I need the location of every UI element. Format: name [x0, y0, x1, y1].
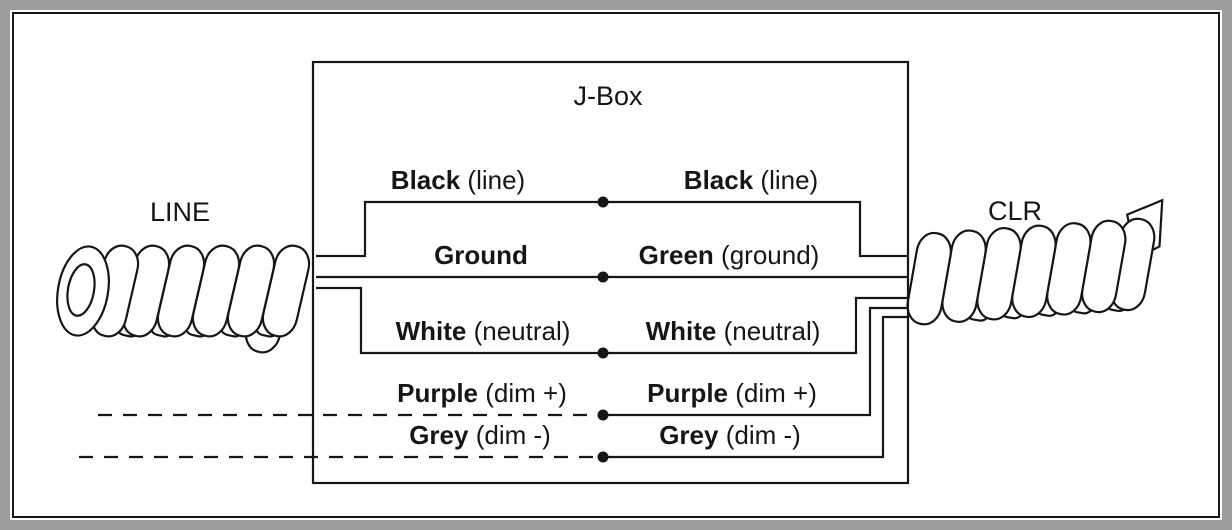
junction-dot-ground — [597, 271, 609, 283]
jbox-outline — [311, 60, 910, 485]
conduit-mouth-inner — [66, 263, 96, 317]
wire-black-left-label: Black (line) — [390, 165, 526, 195]
jbox-title: J-Box — [573, 81, 643, 111]
wire-black-path — [316, 200, 908, 258]
junction-dot-grey — [597, 451, 609, 463]
clr-conduit-illustration — [903, 198, 1164, 328]
junction-dot-purple — [597, 409, 609, 421]
wire-grey-right-label: Grey (dim -) — [659, 420, 801, 450]
wire-purple-right-label: Purple (dim +) — [647, 378, 817, 408]
wire-grey-left-label: Grey (dim -) — [409, 420, 551, 450]
junction-dot-white — [597, 347, 609, 359]
wire-ground-right-label: Green (ground) — [638, 240, 820, 270]
wire-ground-left-label: Ground — [434, 240, 528, 270]
junction-dot-black — [597, 196, 609, 208]
wire-purple-left-label: Purple (dim +) — [397, 378, 567, 408]
wire-white-right-label: White (neutral) — [645, 316, 821, 346]
clr-cable-label: CLR — [987, 196, 1043, 226]
wire-purple-path — [603, 306, 908, 417]
wire-black-right-label: Black (line) — [683, 165, 819, 195]
line-conduit-illustration — [56, 241, 315, 357]
line-cable-label: LINE — [149, 197, 211, 227]
wire-grey-path — [603, 315, 908, 459]
wire-white-left-label: White (neutral) — [395, 316, 571, 346]
